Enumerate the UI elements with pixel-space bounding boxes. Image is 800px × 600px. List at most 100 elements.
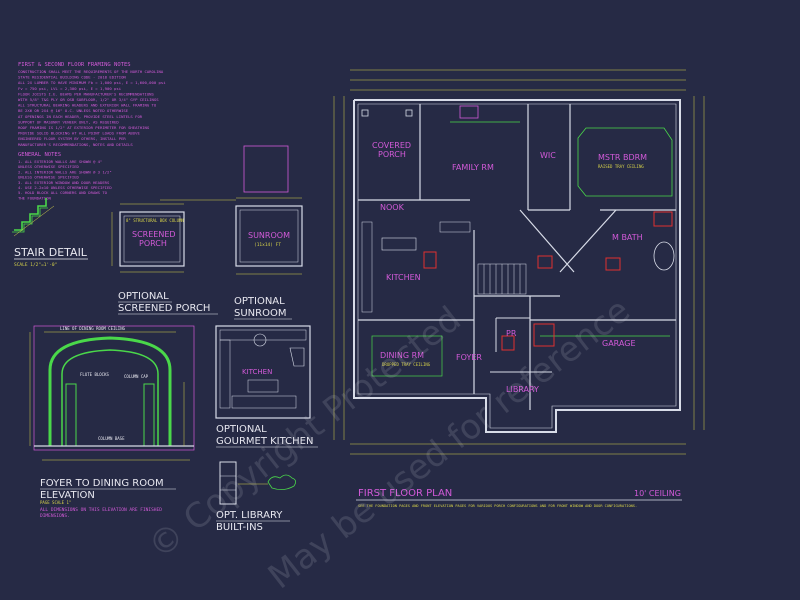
room-foyer: FOYER xyxy=(456,353,482,362)
sunroom-upper-outline xyxy=(243,145,289,193)
sunroom-caption-1: OPTIONAL xyxy=(234,296,285,307)
kitchen-range xyxy=(423,251,437,269)
kitchen-island xyxy=(381,237,417,251)
gourmet-angled-counter xyxy=(289,347,305,367)
framing-note-line: ALL 2X LUMBER TO HAVE MINIMUM Fb = 1,000… xyxy=(18,80,166,85)
framing-note-line: STATE RESIDENTIAL BUILDING CODE - 2018 E… xyxy=(18,75,126,80)
porch-column-1 xyxy=(361,109,369,117)
elevation-flute-label: FLUTE BLOCKS xyxy=(80,372,109,377)
wall-diagonal-1 xyxy=(519,209,575,273)
room-covered-porch-2: PORCH xyxy=(378,150,406,159)
elevation-frame xyxy=(33,325,195,451)
sunroom-size: (11x14) FT xyxy=(254,242,281,248)
elevation-caption-2: ELEVATION xyxy=(40,490,95,501)
stair-detail: STAIR DETAIL SCALE 1/2"=1'-0" xyxy=(12,198,88,268)
first-floor-plan: COVERED PORCH FAMILY RM WIC MSTR BDRM RA… xyxy=(333,69,705,508)
screened-porch-label: SCREENED xyxy=(132,230,176,239)
general-notes-title: GENERAL NOTES xyxy=(18,152,61,158)
room-wic: WIC xyxy=(540,151,556,160)
framing-note-line: ENGINEERED FLOOR SYSTEM BY OTHERS, INSTA… xyxy=(18,136,126,141)
room-covered-porch: COVERED xyxy=(372,141,411,150)
gourmet-kitchen-label: KITCHEN xyxy=(242,368,272,376)
framing-note-line: MANUFACTURER'S RECOMMENDATIONS, NOTES AN… xyxy=(18,142,133,147)
general-note-line: UNLESS OTHERWISE SPECIFIED xyxy=(18,175,80,180)
framing-notes-title: FIRST & SECOND FLOOR FRAMING NOTES xyxy=(18,62,131,68)
room-dining: DINING RM xyxy=(380,351,424,360)
framing-note-line: ALL STRUCTURAL BEARING HEADERS AND EXTER… xyxy=(18,103,157,108)
screened-porch-label-2: PORCH xyxy=(139,239,167,248)
framing-note-line: Fv = 750 psi, LVL = 2,300 psi, E = 1,900… xyxy=(18,86,122,91)
sunroom-caption-2: SUNROOM xyxy=(234,308,286,319)
room-garage: GARAGE xyxy=(602,339,636,348)
framing-note-line: ROOF FRAMING IS 1/2" AT EXTERIOR PERIMET… xyxy=(18,125,150,130)
screened-porch-caption-1: OPTIONAL xyxy=(118,291,169,302)
gourmet-counter-bottom xyxy=(231,395,297,409)
optional-sunroom: SUNROOM (11x14) FT OPTIONAL SUNROOM xyxy=(160,145,303,320)
framing-note-line: WITH 5/8" T&G PLY OR OSB SUBFLOOR, 1/2" … xyxy=(18,97,159,102)
framing-note-line: SUPPORT OF MASONRY VENEER ONLY, AS REQUI… xyxy=(18,119,119,124)
general-notes: GENERAL NOTES 1. ALL EXTERIOR WALLS ARE … xyxy=(18,152,112,200)
gourmet-counter-left xyxy=(219,339,231,409)
elevation-column-base-label: COLUMN BASE xyxy=(98,436,125,441)
stair-detail-title: STAIR DETAIL xyxy=(14,246,88,259)
room-library: LIBRARY xyxy=(506,385,539,394)
library-caption-1: OPT. LIBRARY xyxy=(216,510,283,521)
general-note-line: 4. USE 2-2x10 UNLESS OTHERWISE SPECIFIED xyxy=(18,185,112,190)
stair-stringer xyxy=(13,205,55,237)
room-master-note: RAISED TRAY CEILING xyxy=(598,164,644,169)
library-builtins: OPT. LIBRARY BUILT-INS xyxy=(216,461,296,533)
framing-note-line: BE 2X6 OR 2X4 @ 16" O.C. UNLESS NOTED OT… xyxy=(18,108,129,113)
framing-note-line: FLOOR JOISTS I.E. BEAMS PER MANUFACTURER… xyxy=(18,91,155,96)
gourmet-kitchen-outline xyxy=(215,325,311,419)
sunroom-outline xyxy=(235,205,303,267)
framing-note-line: PROVIDE SOLID BLOCKING AT ALL POINT LOAD… xyxy=(18,131,140,136)
sunroom-label: SUNROOM xyxy=(248,231,290,240)
framing-note-line: CONSTRUCTION SHALL MEET THE REQUIREMENTS… xyxy=(18,69,164,74)
mbath-tub xyxy=(653,241,675,271)
general-note-line: 5. HOLD BLOCK ALL CORNERS AND DRAWS TO xyxy=(18,190,108,195)
framing-notes-lines: CONSTRUCTION SHALL MEET THE REQUIREMENTS… xyxy=(18,69,166,147)
optional-gourmet-kitchen: KITCHEN OPTIONAL GOURMET KITCHEN xyxy=(215,325,318,448)
room-nook: NOOK xyxy=(380,203,405,212)
mbath-toilet xyxy=(605,257,621,271)
elevation-scale: PAGE SCALE 1" xyxy=(40,500,71,505)
room-kitchen: KITCHEN xyxy=(386,273,421,282)
screened-porch-note: 8" STRUCTURAL BOX COLUMN xyxy=(126,218,184,223)
general-note-line: 3. ALL EXTERIOR WINDOW AND DOOR HEADERS xyxy=(18,180,110,185)
general-note-line: UNLESS OTHERWISE SPECIFIED xyxy=(18,164,80,169)
elevation-arch-inner xyxy=(61,349,159,446)
general-note-line: 2. ALL INTERIOR WALLS ARE SHOWN @ 3 1/2" xyxy=(18,169,112,174)
library-caption-2: BUILT-INS xyxy=(216,522,263,533)
gourmet-table xyxy=(253,333,267,347)
dining-tray-ceiling xyxy=(371,335,443,377)
screened-porch-outline xyxy=(119,211,185,267)
framing-notes: FIRST & SECOND FLOOR FRAMING NOTES CONST… xyxy=(18,62,166,147)
screened-porch-caption-2: SCREENED PORCH xyxy=(118,303,210,314)
general-note-line: THE FOUNDATION xyxy=(18,195,51,200)
elevation-note-2: DIMENSIONS. xyxy=(40,513,70,519)
room-pr: PR xyxy=(506,329,517,338)
room-mbath: M BATH xyxy=(612,233,643,242)
plan-note: SEE THE FOUNDATION PAGES AND FRONT ELEVA… xyxy=(358,504,637,508)
gourmet-caption-2: GOURMET KITCHEN xyxy=(216,436,313,447)
optional-screened-porch: 8" STRUCTURAL BOX COLUMN SCREENED PORCH … xyxy=(111,203,218,315)
elevation-arch-outer xyxy=(48,336,172,446)
screened-porch-inner xyxy=(123,215,181,263)
kitchen-counter-north xyxy=(439,221,471,233)
foyer-elevation: LINE OF DINING ROOM CEILING FLUTE BLOCKS… xyxy=(29,325,195,519)
room-dining-note: DROPPED TRAY CEILING xyxy=(382,362,431,367)
garage-water-heater xyxy=(533,323,555,347)
kitchen-counter-west xyxy=(361,221,373,313)
stair-treads xyxy=(14,198,47,231)
fireplace xyxy=(459,105,479,119)
plan-ceiling-height: 10' CEILING xyxy=(634,489,681,498)
room-family: FAMILY RM xyxy=(452,163,494,172)
stair-detail-scale: SCALE 1/2"=1'-0" xyxy=(14,262,57,268)
general-note-line: 1. ALL EXTERIOR WALLS ARE SHOWN @ 4" xyxy=(18,159,102,164)
elevation-column-cap-label: COLUMN CAP xyxy=(124,374,149,379)
room-master: MSTR BDRM xyxy=(598,153,647,162)
wall-diagonal-2 xyxy=(559,209,617,273)
laundry-fixture xyxy=(537,255,553,269)
